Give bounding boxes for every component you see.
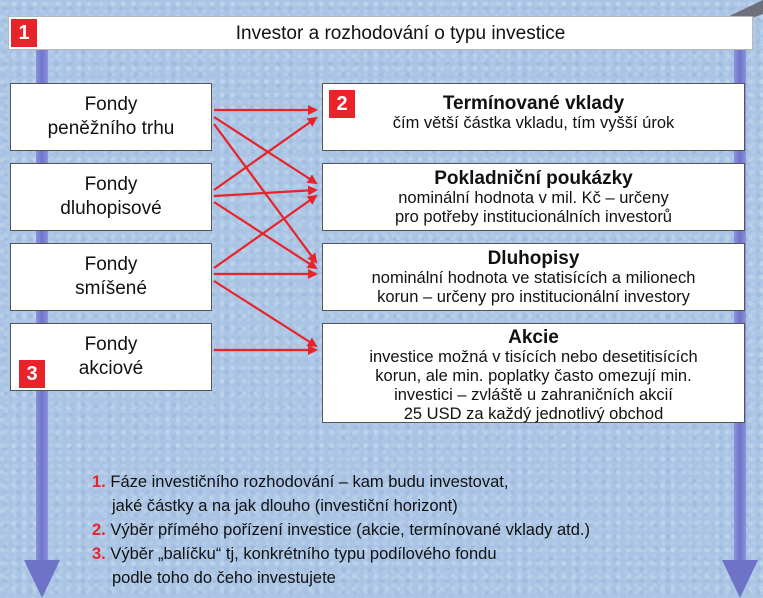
phase-1-tag: 1 (11, 19, 37, 47)
phase-2-tag: 2 (329, 90, 355, 118)
legend: 1. Fáze investičního rozhodování – kam b… (92, 470, 590, 590)
phase-3-tag: 3 (19, 360, 45, 388)
investment-term-deposits: 2 Termínované vklady čím větší částka vk… (322, 83, 745, 151)
investment-stocks: Akcie investice možná v tisících nebo de… (322, 323, 745, 423)
arrow-bondfund-to-bills (213, 185, 318, 198)
arrow-mixed-to-bills (213, 194, 318, 269)
arrow-mixed-to-stocks (213, 280, 318, 348)
arrow-bondfund-to-bonds (213, 201, 318, 270)
header-title: Investor a rozhodování o typu investice (235, 23, 566, 44)
investment-bonds: Dluhopisy nominální hodnota ve statisící… (322, 243, 745, 311)
legend-item-3: 3. Výběr „balíčku“ tj, konkrétního typu … (92, 545, 497, 563)
header-box: 1 Investor a rozhodování o typu investic… (8, 16, 753, 50)
arrow-money-to-bills (213, 116, 318, 185)
investment-treasury-bills: Pokladniční poukázky nominální hodnota v… (322, 163, 745, 231)
legend-item-2: 2. Výběr přímého pořízení investice (akc… (92, 521, 590, 539)
arrow-bondfund-to-deposits (213, 116, 318, 191)
legend-item-1: 1. Fáze investičního rozhodování – kam b… (92, 473, 509, 491)
